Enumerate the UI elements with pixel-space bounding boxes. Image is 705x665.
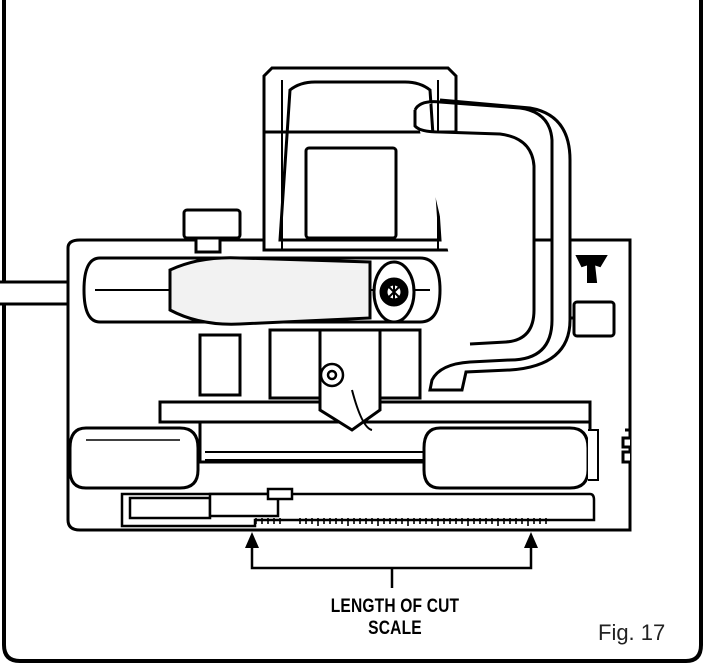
callout-arrowheads [245,532,538,548]
callout-label-line1: LENGTH OF CUT [330,596,460,617]
laser-button [372,260,416,324]
saw-arm [82,256,442,326]
d-handle [413,98,572,392]
figure-caption: Fig. 17 [598,620,666,645]
rear-lock-knob [182,208,242,254]
bevel-knob [319,362,345,388]
clamp-pad-left [68,426,200,490]
clamp-pad-right [422,426,599,490]
cut-length-scale-track [120,487,596,528]
blade-column [198,328,422,432]
side-wing-knob [575,255,608,283]
callout-label-line2: SCALE [368,618,422,639]
motor-housing [262,66,458,252]
callout-leader [250,548,533,588]
scale-ticks [255,518,547,526]
